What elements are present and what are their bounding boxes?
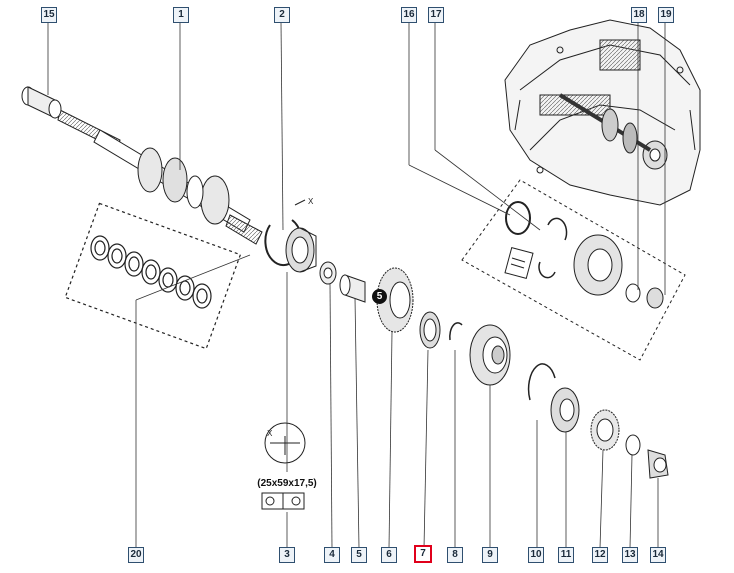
callout-16[interactable]: 16 [401, 7, 417, 23]
synchro-assembly [419, 311, 511, 386]
gearbox-housing [504, 19, 701, 206]
callout-5[interactable]: 5 [351, 547, 367, 563]
callout-4[interactable]: 4 [324, 547, 340, 563]
output-parts [527, 363, 669, 479]
bearing-spec-label: (25x59x17,5) [257, 478, 317, 489]
callout-6[interactable]: 6 [381, 547, 397, 563]
dimension-x-marker: X [308, 197, 314, 206]
detail-x-marker: X [267, 429, 273, 438]
callout-15[interactable]: 15 [41, 7, 57, 23]
callout-17[interactable]: 17 [428, 7, 444, 23]
callout-1[interactable]: 1 [173, 7, 189, 23]
callout-20[interactable]: 20 [128, 547, 144, 563]
callout-10[interactable]: 10 [528, 547, 544, 563]
callout-13[interactable]: 13 [622, 547, 638, 563]
callout-12[interactable]: 12 [592, 547, 608, 563]
gear-number-badge: 5 [372, 289, 387, 304]
callout-9[interactable]: 9 [482, 547, 498, 563]
leader-lines [47, 21, 666, 549]
kit-box [461, 179, 686, 361]
callout-2[interactable]: 2 [274, 7, 290, 23]
input-shaft [57, 109, 263, 245]
callout-11[interactable]: 11 [558, 547, 574, 563]
callout-14[interactable]: 14 [650, 547, 666, 563]
shim-set [64, 202, 242, 350]
shaft-end-piece [21, 86, 62, 119]
callout-8[interactable]: 8 [447, 547, 463, 563]
bearing-detail [261, 422, 306, 510]
bearing-assembly [264, 199, 317, 273]
callout-19[interactable]: 19 [658, 7, 674, 23]
callout-3[interactable]: 3 [279, 547, 295, 563]
callout-18[interactable]: 18 [631, 7, 647, 23]
callout-7-highlighted[interactable]: 7 [414, 545, 432, 563]
gear-stack [319, 261, 414, 333]
